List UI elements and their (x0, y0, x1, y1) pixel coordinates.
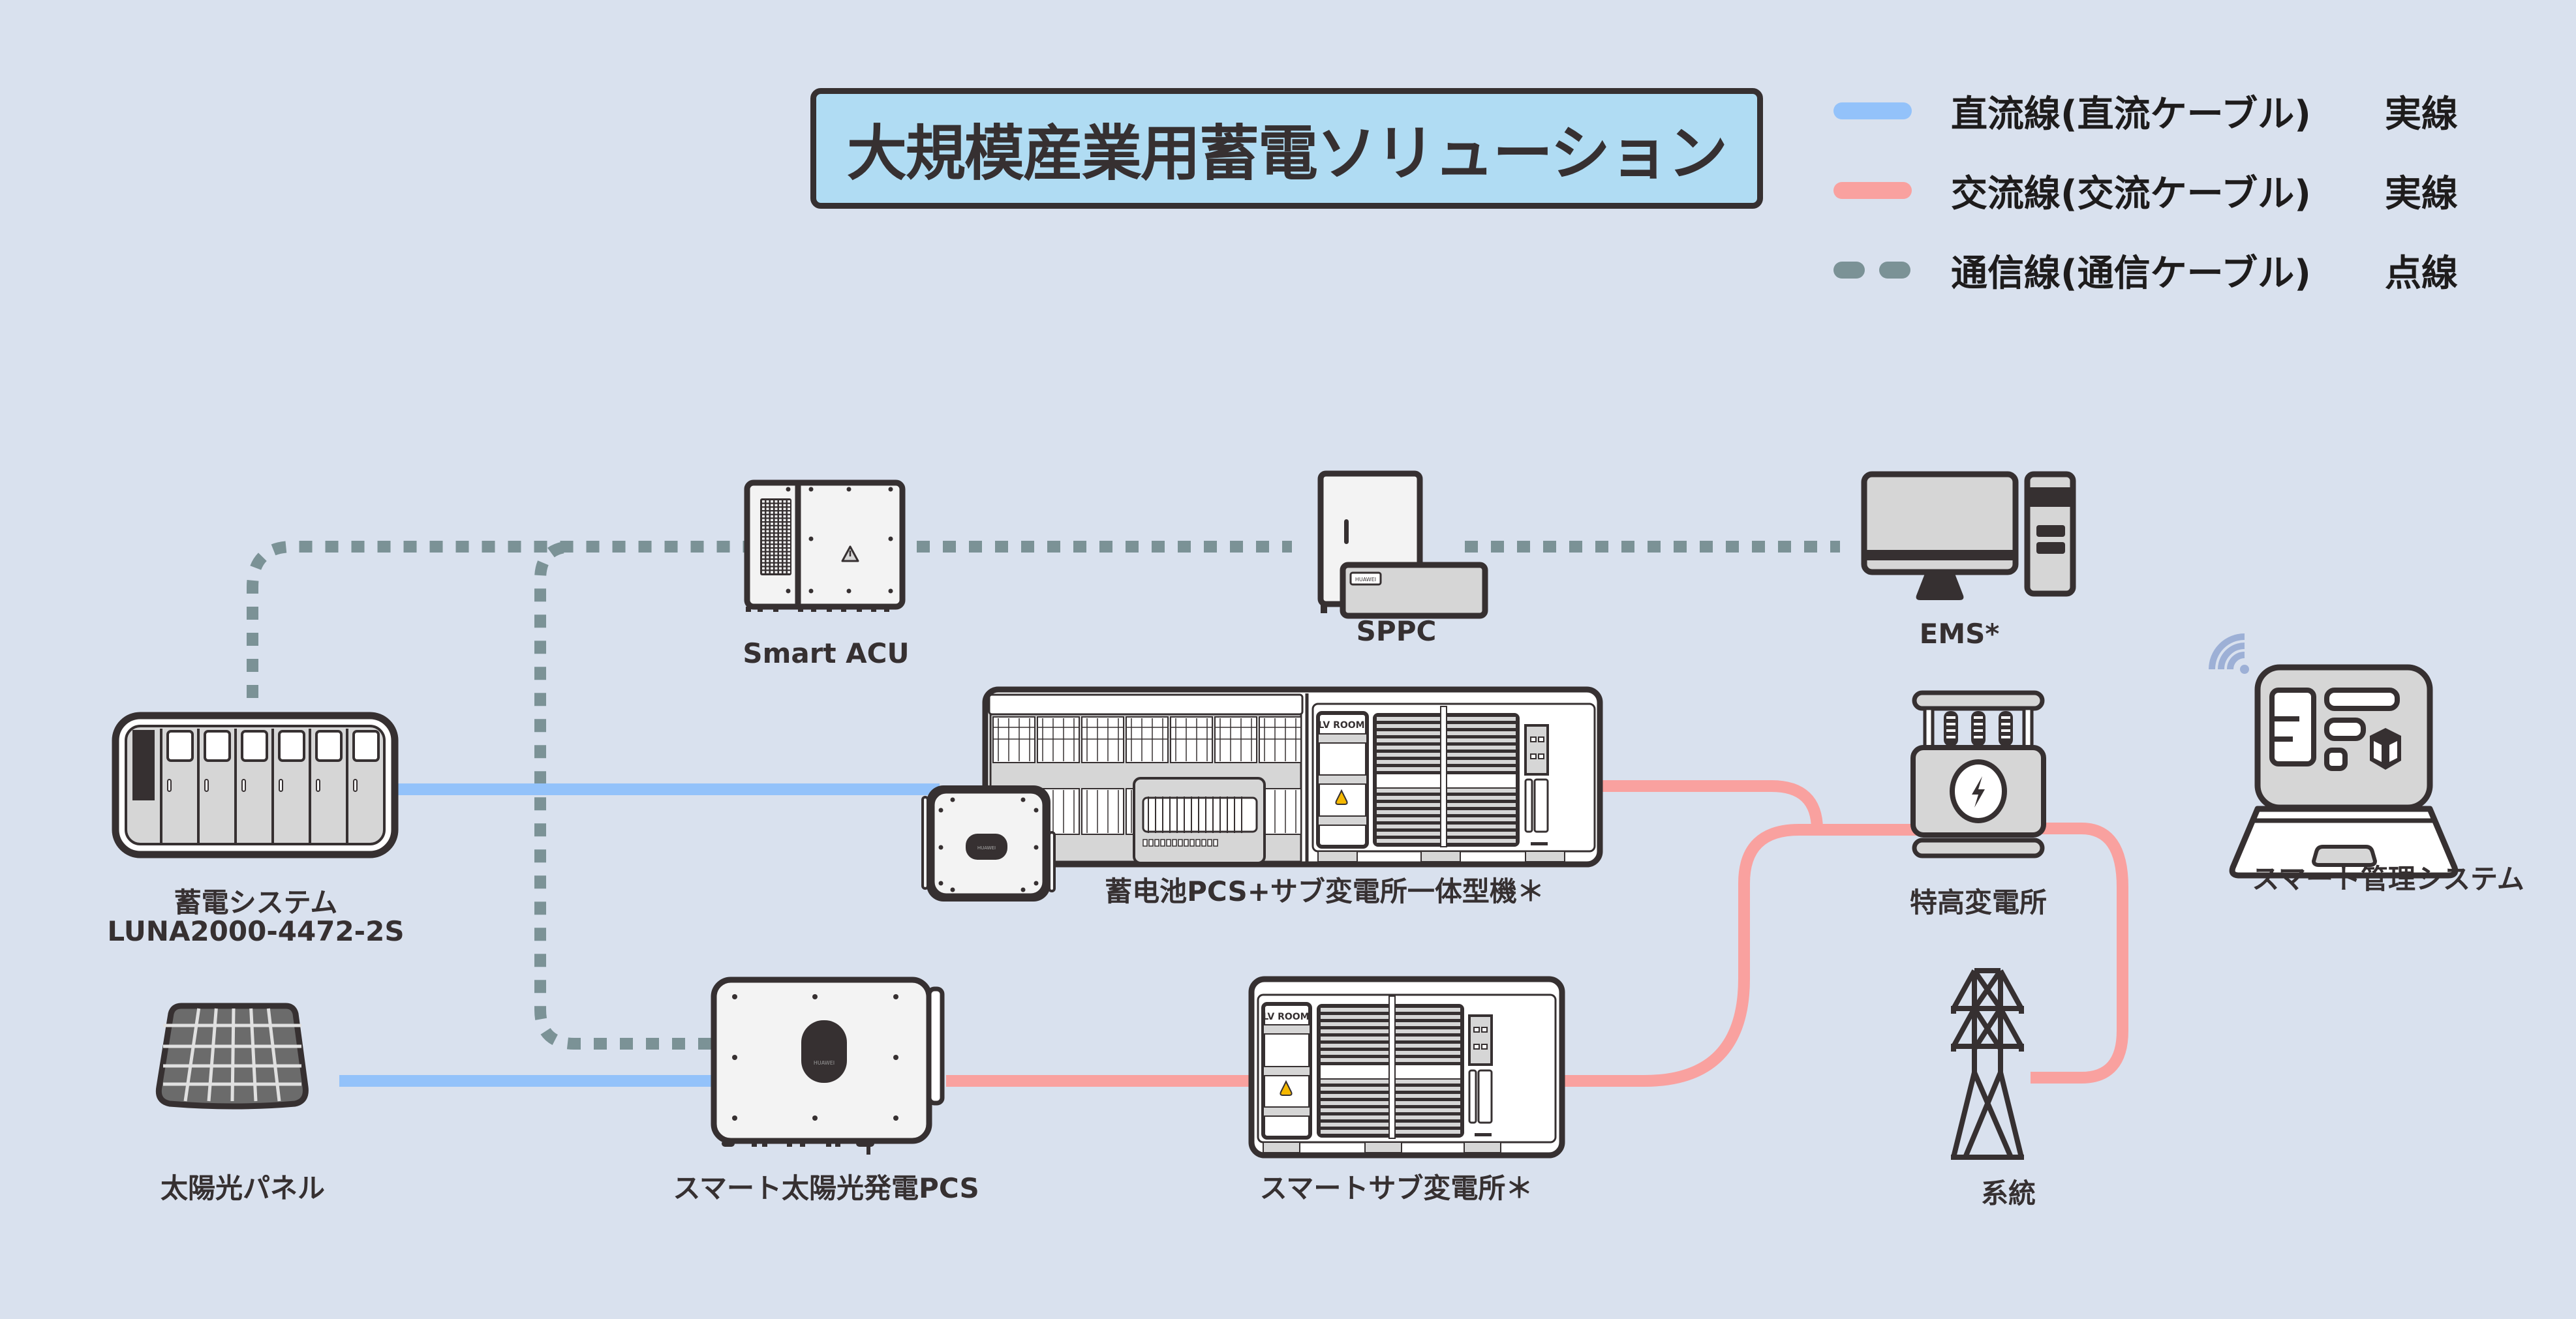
title-text: 大規模産業用蓄電ソリューション (846, 119, 1728, 189)
battery-cabinet-icon (112, 712, 399, 858)
transformer-icon (1910, 690, 2046, 858)
warning-badge-icon (1280, 1080, 1293, 1096)
comm-line-storage-acu (247, 541, 750, 698)
sppc-brand-text: HUAWEI (1355, 577, 1376, 583)
dc-line-swatch (1833, 102, 1912, 119)
laptop-icon (2229, 664, 2459, 879)
lv-room-label: LV ROOM (1318, 720, 1364, 731)
ac-line-storage-unit-hv (1602, 780, 1823, 830)
legend-label: 通信線(通信ケーブル) (1951, 252, 2311, 295)
legend-style: 点線 (2385, 252, 2458, 295)
device-label-smart-substation: スマートサブ変電所＊ (1259, 1172, 1533, 1204)
storage-model: LUNA2000-4472-2S (107, 915, 405, 948)
legend-style: 実線 (2385, 93, 2458, 136)
storage-label: 蓄電システム (174, 887, 338, 918)
device-label-pv-panel: 太陽光パネル (160, 1172, 326, 1204)
device-label-hv-substation: 特高変電所 (1909, 887, 2047, 918)
lightning-icon (1972, 776, 1985, 808)
legend-label: 直流線(直流ケーブル) (1951, 93, 2311, 136)
lv-room-label: LV ROOM (1263, 1012, 1309, 1022)
sppc-controller-icon: HUAWEI (1317, 470, 1488, 619)
desktop-computer-icon (1861, 471, 2076, 600)
diagram-title: 大規模産業用蓄電ソリューション (810, 88, 1763, 209)
legend-style: 実線 (2385, 172, 2458, 215)
solar-panel-icon (155, 1003, 309, 1110)
ac-line-swatch (1833, 182, 1912, 199)
inverter-brand-text: HUAWEI (814, 1060, 835, 1066)
legend-item-ac: 交流線(交流ケーブル) 実線 (1827, 158, 2512, 223)
pcs-substation-unit-icon: LV ROOM (982, 686, 1603, 868)
device-label-grid: 系統 (1980, 1177, 2036, 1209)
legend-label: 交流線(交流ケーブル) (1951, 172, 2311, 215)
substation-icon: LV ROOM (1248, 976, 1565, 1159)
device-label-storage: 蓄電システム LUNA2000-4472-2S (107, 888, 404, 946)
device-label-pcs-substation: 蓄电池PCS+サブ変電所一体型機＊ (1105, 875, 1544, 907)
legend-item-comm: 通信線(通信ケーブル) 点線 (1827, 237, 2512, 303)
ac-line-hv-grid (2031, 823, 2128, 1084)
inverter-icon: HUAWEI (711, 977, 945, 1155)
cube-icon (2370, 728, 2401, 770)
comm-line-pcs-acu (534, 541, 711, 1050)
legend-item-dc: 直流線(直流ケーブル) 実線 (1827, 78, 2512, 144)
warning-badge-icon (1335, 789, 1348, 805)
ac-line-substation-hv (1559, 824, 1918, 1087)
device-label-pv-pcs: スマート太陽光発電PCS (673, 1172, 979, 1204)
battery-pcs-inverter-icon: HUAWEI (921, 785, 1056, 902)
pcs-brand-text: HUAWEI (977, 845, 996, 851)
device-label-ems: EMS* (1919, 618, 2000, 650)
acu-cabinet-icon (744, 479, 906, 612)
device-label-smart-mgmt: スマート管理システム (2252, 863, 2524, 895)
comm-line-swatch (1833, 262, 1912, 279)
transmission-tower-icon (1951, 968, 2024, 1160)
wifi-icon (2209, 633, 2249, 674)
device-label-sppc: SPPC (1356, 615, 1437, 647)
device-label-smart-acu: Smart ACU (743, 637, 910, 669)
